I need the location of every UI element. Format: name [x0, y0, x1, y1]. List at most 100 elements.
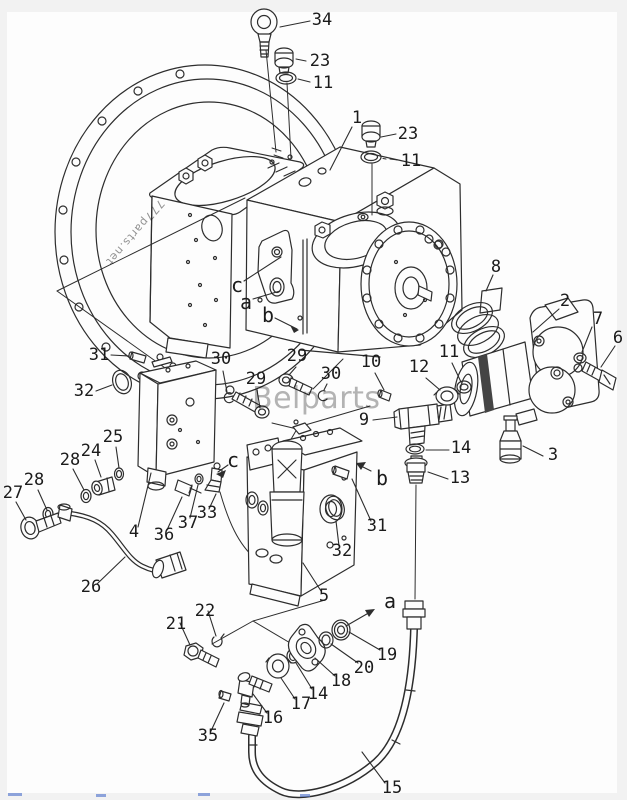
callout-label-28a: 28 — [60, 450, 80, 470]
hose-15 — [248, 625, 418, 799]
mounting-bracket — [257, 229, 295, 304]
o-ring-14-right — [405, 443, 425, 455]
callout-label-26: 26 — [81, 577, 101, 597]
callout-label-18: 18 — [331, 671, 351, 691]
callout-label-5: 5 — [319, 586, 329, 606]
view-marker-b-mid: b — [376, 466, 388, 490]
callout-label-30b: 30 — [321, 364, 341, 384]
hose-fitting-bottom — [236, 701, 264, 737]
valve-3 — [499, 415, 522, 464]
callout-label-21: 21 — [166, 614, 186, 634]
view-marker-b-top: b — [262, 303, 274, 327]
callout-label-33: 33 — [197, 503, 217, 523]
callout-label-27: 27 — [3, 483, 23, 503]
plug-24 — [91, 476, 116, 496]
o-ring-32-right — [325, 495, 345, 521]
pin-31-right — [331, 465, 350, 480]
nut-12 — [433, 386, 460, 406]
leader-lines — [15, 20, 616, 784]
bolt-27 — [20, 512, 62, 540]
callout-label-31: 31 — [89, 345, 109, 365]
bolt-29-left — [231, 391, 270, 419]
bolt-29-right — [278, 373, 313, 396]
callout-label-6: 6 — [613, 328, 623, 348]
o-ring-25 — [113, 467, 125, 481]
callout-label-9: 9 — [359, 410, 369, 430]
callout-label-32: 32 — [74, 381, 94, 401]
callout-label-25: 25 — [103, 427, 123, 447]
o-ring-11-right — [456, 380, 472, 394]
fitting-13 — [404, 455, 428, 484]
bolt-36 — [174, 479, 202, 497]
cropped-footer-text — [300, 794, 310, 797]
callout-label-10: 10 — [361, 352, 381, 372]
snap-rings-8 — [451, 287, 505, 359]
pin-10 — [377, 389, 392, 402]
callout-label-36: 36 — [154, 525, 174, 545]
valve-block-4 — [137, 353, 217, 491]
o-ring-32-left — [111, 369, 133, 395]
callout-label-16: 16 — [263, 708, 283, 728]
bolt-6 — [581, 361, 617, 391]
cropped-footer-text — [96, 794, 106, 797]
callout-label-31b: 31 — [367, 516, 387, 536]
callout-label-15: 15 — [382, 778, 402, 798]
callout-label-22: 22 — [195, 601, 215, 621]
callout-label-12: 12 — [409, 357, 429, 377]
callout-label-2: 2 — [560, 291, 570, 311]
callout-label-20: 20 — [354, 658, 374, 678]
callout-label-4: 4 — [129, 522, 139, 542]
tube-26 — [57, 503, 187, 579]
washer-19 — [331, 619, 351, 641]
flange-18 — [287, 623, 326, 672]
view-marker-c-mid: c — [227, 448, 239, 472]
cropped-footer-text — [198, 793, 210, 796]
callout-label-28b: 28 — [24, 470, 44, 490]
callout-label-11b: 11 — [401, 151, 421, 171]
bolt-21 — [183, 642, 220, 668]
o-ring-20 — [318, 631, 334, 649]
clip-22 — [211, 633, 225, 648]
callout-label-17: 17 — [291, 694, 311, 714]
callout-label-3: 3 — [548, 445, 558, 465]
callout-label-37: 37 — [178, 513, 198, 533]
rear-pump-section — [149, 146, 305, 359]
callout-label-23b: 23 — [398, 124, 418, 144]
view-marker-c-top: c — [231, 273, 243, 297]
cropped-footer-text — [8, 793, 22, 796]
callout-label-13: 13 — [450, 468, 470, 488]
callout-labels: 34 23 11 1 23 11 8 2 7 6 31 32 30 29 29 … — [3, 10, 623, 798]
valve-block-5 — [245, 419, 363, 607]
callout-label-7: 7 — [593, 309, 603, 329]
clip-30-right — [317, 390, 328, 402]
callout-label-8: 8 — [491, 257, 501, 277]
callout-label-14b: 14 — [308, 684, 328, 704]
callout-label-24: 24 — [81, 441, 101, 461]
pin-31-left — [128, 351, 147, 364]
callout-label-35: 35 — [198, 726, 218, 746]
callout-label-32b: 32 — [332, 541, 352, 561]
elbow-16 — [237, 672, 273, 708]
gear-pump-2 — [453, 297, 600, 426]
o-ring-28-a — [80, 488, 92, 504]
view-marker-a-bottom: a — [384, 589, 396, 613]
callout-label-30: 30 — [211, 349, 231, 369]
callout-label-23: 23 — [310, 51, 330, 71]
hose-fitting-top — [402, 600, 426, 630]
callout-label-19: 19 — [377, 645, 397, 665]
washer-7 — [573, 352, 587, 364]
eye-bolt-34 — [250, 8, 278, 58]
plug-23-top — [274, 47, 294, 74]
o-ring-11-front — [360, 150, 382, 164]
plug-35 — [218, 689, 232, 702]
callout-label-29b: 29 — [287, 346, 307, 366]
callout-label-34: 34 — [312, 10, 332, 30]
callout-label-29: 29 — [246, 369, 266, 389]
ring-37 — [194, 473, 204, 485]
pump-port-disc — [360, 221, 458, 347]
nut-17 — [265, 653, 292, 679]
o-ring-11-top — [275, 71, 297, 85]
callout-label-11c: 11 — [439, 342, 459, 362]
